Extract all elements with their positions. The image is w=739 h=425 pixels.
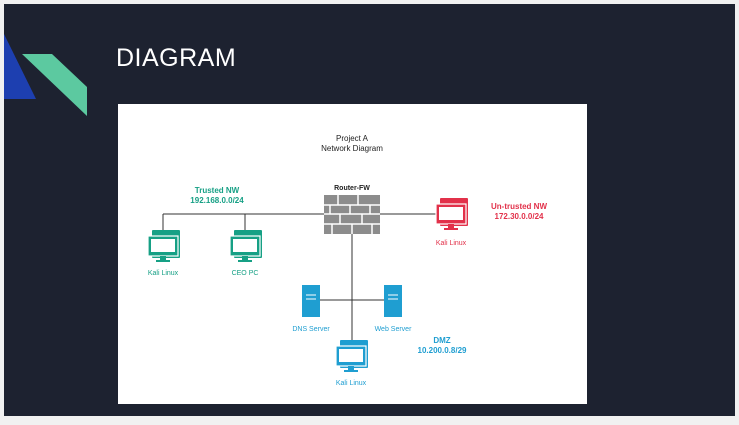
diagram-subtitle: Network Diagram — [321, 144, 383, 153]
slide-accent-shape — [4, 34, 87, 116]
accent-blue-triangle — [4, 34, 36, 99]
web-server-label: Web Server — [374, 326, 412, 333]
dmz-kali-label: Kali Linux — [335, 380, 367, 387]
diagram-title: Project A — [335, 134, 369, 143]
firewall-icon — [324, 195, 380, 234]
router-label: Router-FW — [334, 185, 370, 192]
accent-green-stripe — [22, 54, 87, 116]
dmz-network-name: DMZ — [433, 336, 451, 345]
untrusted-kali-label: Kali Linux — [435, 240, 467, 247]
network-diagram: Project A Network Diagram Router-FW Trus… — [118, 104, 587, 404]
monitor-icon — [435, 198, 468, 230]
connection-lines — [162, 213, 436, 349]
untrusted-network-name: Un-trusted NW — [491, 202, 547, 211]
monitor-icon — [147, 230, 180, 262]
server-icon — [384, 285, 402, 317]
ceo-pc-label: CEO PC — [231, 270, 259, 277]
diagram-canvas — [147, 195, 468, 372]
server-icon — [302, 285, 320, 317]
untrusted-network-subnet: 172.30.0.0/24 — [494, 212, 544, 221]
dns-server-label: DNS Server — [292, 326, 330, 333]
slide-title: DIAGRAM — [116, 44, 237, 72]
monitor-icon — [335, 340, 368, 372]
slide: DIAGRAM — [4, 4, 735, 416]
trusted-network-name: Trusted NW — [194, 186, 240, 195]
monitor-icon — [229, 230, 262, 262]
trusted-network-subnet: 192.168.0.0/24 — [190, 196, 244, 205]
dmz-network-subnet: 10.200.0.8/29 — [417, 346, 467, 355]
trusted-kali-label: Kali Linux — [147, 270, 179, 277]
